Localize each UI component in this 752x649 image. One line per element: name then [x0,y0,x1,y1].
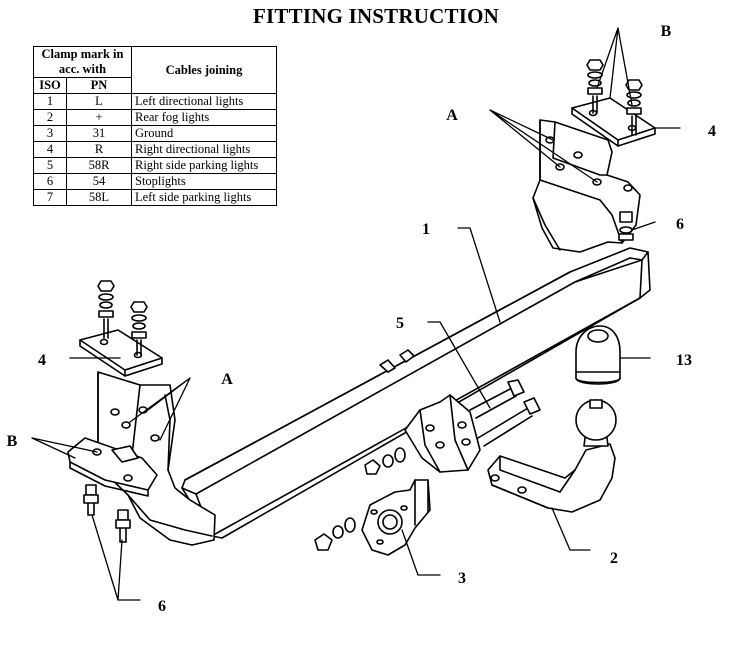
label-5: 5 [396,315,404,332]
pn-cell: 58L [66,189,132,206]
cable-cell: Right directional lights [131,141,277,158]
clamp-mark-table: Clamp mark in acc. with Cables joining I… [33,46,277,206]
left-cover-plate [79,329,163,377]
socket-plate [361,479,431,556]
cable-cell: Left side parking lights [131,189,277,206]
part-labels: B A 4 6 1 5 13 2 3 4 A B 6 [7,23,716,615]
pn-cell: 54 [66,173,132,190]
label-b-right: B [661,23,672,40]
header-cables-joining: Cables joining [131,46,277,94]
pn-cell: 31 [66,125,132,142]
table-row: 3 31 Ground [33,125,277,142]
label-6-left: 6 [158,598,166,615]
label-2: 2 [610,550,618,567]
cable-cell: Stoplights [131,173,277,190]
label-b-left: B [7,433,18,450]
table-row: 4 R Right directional lights [33,141,277,158]
main-cross-bar [181,247,651,539]
ball-cover [575,325,621,385]
clamp-bolts [469,379,541,447]
label-a-left: A [221,371,233,388]
leader-lines [31,27,681,601]
left-bolt-set [97,280,148,356]
clamp-nuts [364,447,406,475]
label-6-right: 6 [676,216,684,233]
table-row: 6 54 Stoplights [33,173,277,190]
label-4-left: 4 [38,352,46,369]
right-lower-bolt [618,211,634,241]
label-13: 13 [676,352,692,369]
table-row: 7 58L Left side parking lights [33,189,277,206]
header-clamp-mark: Clamp mark in acc. with [33,46,132,78]
iso-cell: 7 [33,189,67,206]
cable-cell: Right side parking lights [131,157,277,174]
cable-cell: Ground [131,125,277,142]
label-1: 1 [422,221,430,238]
label-3: 3 [458,570,466,587]
page-title: FITTING INSTRUCTION [253,4,499,28]
left-lower-bolts [83,484,131,543]
socket-nuts [314,517,356,551]
header-pn: PN [66,77,132,94]
table-header-row: Clamp mark in acc. with Cables joining [33,46,277,94]
label-a-right: A [446,107,458,124]
label-4-right: 4 [708,123,716,140]
tow-ball-arm [487,399,617,513]
clamp-bracket [404,394,481,473]
